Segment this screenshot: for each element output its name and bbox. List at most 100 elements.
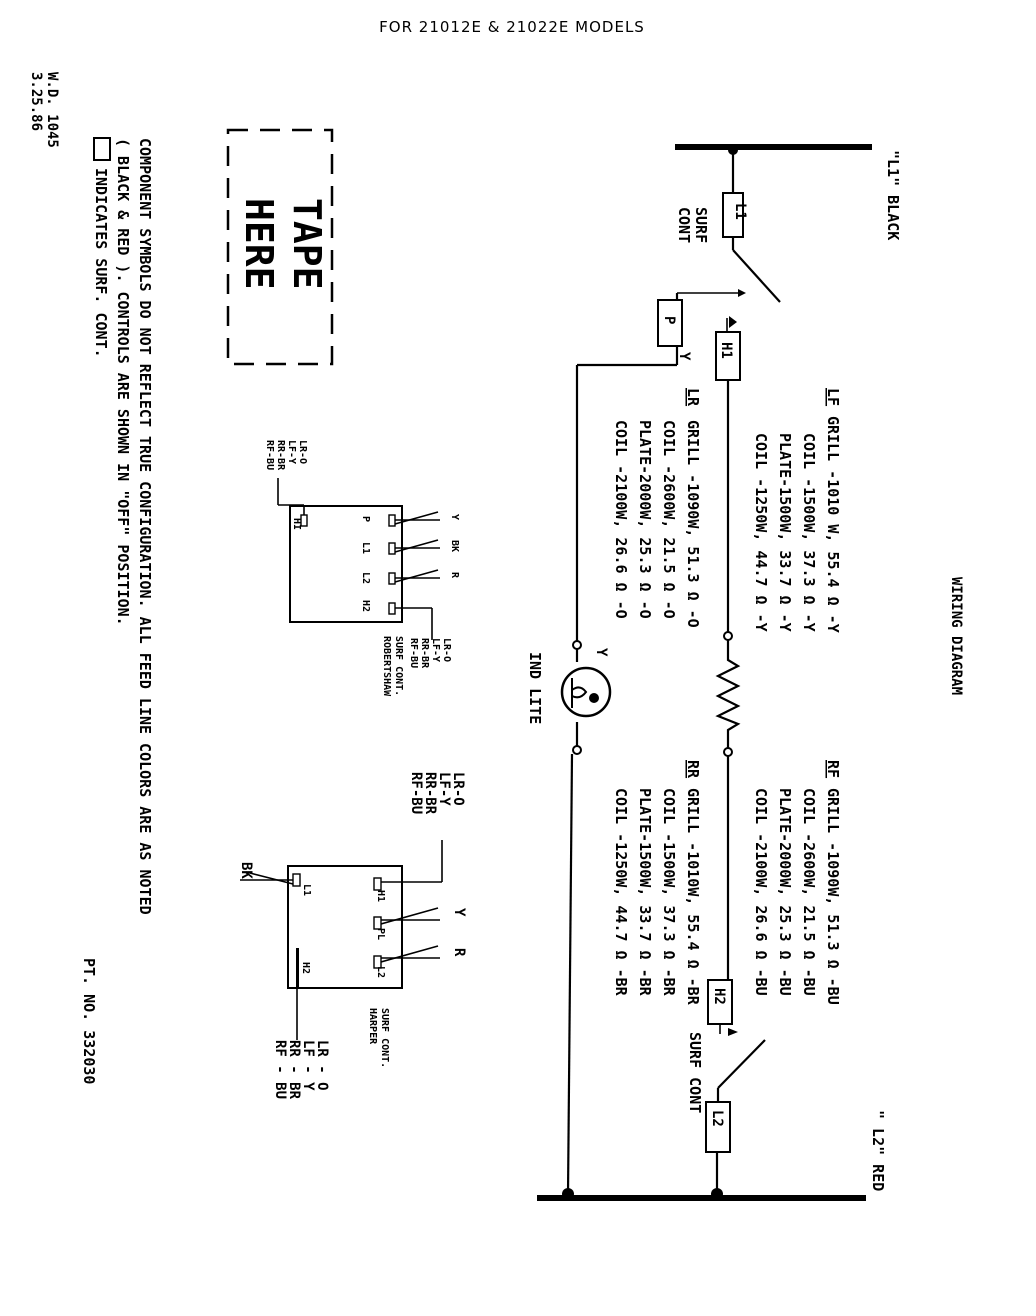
harper-wire-r: R [451, 948, 467, 957]
rf-element-specs: RF GRILL -1090W, 51.3 Ω -BU COIL -2600W,… [752, 760, 842, 1005]
robertshaw-terminal-hi: HI [291, 518, 302, 530]
svg-text:RR - BR: RR - BR [286, 1040, 302, 1100]
harper-terminal-pl: PL [375, 928, 386, 940]
svg-text:COIL -2600W, 21.5 Ω -O: COIL -2600W, 21.5 Ω -O [660, 420, 678, 619]
svg-text:PLATE-1500W, 33.7 Ω -Y: PLATE-1500W, 33.7 Ω -Y [776, 433, 794, 632]
l2-terminal-box [705, 1101, 731, 1153]
h2-terminal-label: H2 [711, 988, 727, 1005]
svg-text:GRILL -1090W, 51.3 Ω -O: GRILL -1090W, 51.3 Ω -O [684, 420, 702, 628]
robertshaw-wire-y: Y [449, 514, 460, 520]
ind-lite-filament-dot [589, 693, 599, 703]
svg-text:COIL -1500W, 37.3 Ω -BR: COIL -1500W, 37.3 Ω -BR [660, 788, 678, 997]
svg-text:ROBERTSHAW: ROBERTSHAW [381, 636, 392, 697]
ind-lite-label: IND LITE [526, 652, 544, 724]
svg-text:COIL -1500W, 37.3 Ω -Y: COIL -1500W, 37.3 Ω -Y [800, 433, 818, 632]
lf-title: LF [824, 388, 842, 406]
wire-ind-lite-to-l2 [566, 753, 574, 1195]
surf-cont-switch-blade-2 [717, 1039, 766, 1089]
notes-line-1: COMPONENT SYMBOLS DO NOT REFLECT TRUE CO… [136, 138, 154, 915]
surf-cont-label: SURF CONT [675, 207, 710, 243]
harper-wire-y: Y [451, 908, 467, 917]
svg-text:COIL -2100W, 26.6 Ω -O: COIL -2100W, 26.6 Ω -O [612, 420, 630, 619]
harper-control-box [287, 865, 403, 989]
h2-terminal-box [707, 979, 733, 1025]
surf-cont-indicator-box [93, 137, 111, 161]
harper-terminal-h1: H1 [375, 890, 386, 902]
svg-text:RF-BU: RF-BU [264, 440, 275, 470]
p-switch-arrow [738, 289, 746, 297]
harper-terminal-h2: H2 [300, 962, 311, 974]
rr-title: RR [684, 760, 702, 779]
drawing-number: W.D. 1045 [44, 72, 60, 148]
svg-text:GRILL -1010 W, 55.4 Ω -Y: GRILL -1010 W, 55.4 Ω -Y [824, 416, 842, 633]
svg-text:RF-BU: RF-BU [408, 772, 424, 814]
h1-terminal-label: H1 [718, 342, 734, 359]
robertshaw-leads [277, 478, 440, 640]
svg-text:LR-O: LR-O [297, 440, 308, 464]
element-terminal-right [723, 747, 733, 757]
harper-leads [240, 840, 443, 1040]
svg-text:RR-BR: RR-BR [422, 772, 438, 815]
svg-text:LF-Y: LF-Y [436, 772, 452, 806]
svg-text:LF-Y: LF-Y [286, 440, 297, 464]
l2-label: " L2" RED [869, 1110, 887, 1191]
l1-terminal-label: L1 [732, 203, 748, 220]
svg-text:COIL -1250W, 44.7 Ω -Y: COIL -1250W, 44.7 Ω -Y [752, 433, 770, 632]
robertshaw-terminal-l2: L2 [360, 572, 371, 584]
lf-element-specs: LF GRILL -1010 W, 55.4 Ω -Y COIL -1500W,… [752, 388, 842, 633]
tape-here-box [226, 128, 334, 366]
p-terminal-label: P [661, 316, 677, 324]
robertshaw-wire-r: R [449, 572, 460, 579]
ind-lite-terminal-right [572, 745, 582, 755]
surf-cont-right-label: SURF CONT [686, 1032, 704, 1113]
svg-text:CONT: CONT [675, 207, 693, 243]
svg-text:PLATE-1500W, 33.7 Ω -BR: PLATE-1500W, 33.7 Ω -BR [636, 788, 654, 997]
robertshaw-legend-right: LR-O LF-Y RR-BR RF-BU [408, 638, 452, 669]
svg-text:HERE: HERE [237, 198, 281, 290]
harper-legend-top: LR-O LF-Y RR-BR RF-BU [408, 772, 466, 815]
robertshaw-label: SURF CONT. ROBERTSHAW [381, 636, 404, 697]
diagram-title: WIRING DIAGRAM [948, 577, 964, 695]
harper-terminal-l1: L1 [301, 884, 312, 896]
h2-contact-arrow [728, 1028, 738, 1036]
svg-text:LF-Y: LF-Y [430, 638, 441, 662]
ind-lite-filament-icon [571, 678, 588, 708]
svg-text:GRILL -1090W, 51.3 Ω -BU: GRILL -1090W, 51.3 Ω -BU [824, 788, 842, 1005]
lr-title: LR [684, 388, 702, 407]
ind-lite-terminal-left [572, 640, 582, 650]
robertshaw-legend-left: LR-O LF-Y RR-BR RF-BU [264, 440, 308, 471]
pilot-wire-color-label: Y [593, 648, 609, 657]
h1-terminal-box [715, 331, 741, 381]
part-number: PT. NO. 332030 [80, 958, 98, 1084]
svg-text:PLATE-2000W, 25.3 Ω -O: PLATE-2000W, 25.3 Ω -O [636, 420, 654, 619]
svg-text:SURF: SURF [692, 207, 710, 243]
rr-element-specs: RR GRILL -1010W, 55.4 Ω -BR COIL -1500W,… [612, 760, 702, 1006]
robertshaw-terminal-l1: L1 [360, 542, 371, 554]
notes-block: COMPONENT SYMBOLS DO NOT REFLECT TRUE CO… [92, 137, 154, 915]
heating-element-resistor [715, 640, 741, 752]
svg-text:PLATE-2000W, 25.3 Ω -BU: PLATE-2000W, 25.3 Ω -BU [776, 788, 794, 996]
notes-line-3: INDICATES SURF. CONT. [92, 168, 110, 358]
h1-contact-arrow [729, 316, 737, 328]
svg-text:LR - O: LR - O [314, 1040, 330, 1091]
drawing-id: W.D. 1045 3.25.86 [28, 72, 60, 148]
svg-text:COIL -2600W, 21.5 Ω -BU: COIL -2600W, 21.5 Ω -BU [800, 788, 818, 996]
svg-text:RR-BR: RR-BR [275, 440, 286, 471]
header-title: FOR 21012E & 21022E MODELS [379, 18, 645, 36]
svg-text:RF - BU: RF - BU [272, 1040, 288, 1099]
harper-wire-bk: BK [238, 862, 254, 879]
harper-terminal-l2: L2 [375, 966, 386, 978]
l1-label: "L1" BLACK [884, 150, 902, 240]
svg-text:TAPE: TAPE [285, 198, 329, 290]
svg-text:RF-BU: RF-BU [408, 638, 419, 668]
robertshaw-control-box [289, 505, 403, 623]
drawing-date: 3.25.86 [28, 72, 44, 131]
notes-line-2: ( BLACK & RED ). CONTROLS ARE SHOWN IN "… [114, 138, 132, 626]
harper-label: SURF CONT. HARPER [367, 1008, 390, 1068]
svg-text:RR-BR: RR-BR [419, 638, 430, 669]
robertshaw-wire-bk: BK [449, 540, 460, 552]
lr-element-specs: LR GRILL -1090W, 51.3 Ω -O COIL -2600W, … [612, 388, 702, 628]
svg-text:COIL -1250W, 44.7 Ω -BR: COIL -1250W, 44.7 Ω -BR [612, 788, 630, 997]
svg-text:LF - Y: LF - Y [300, 1040, 316, 1091]
